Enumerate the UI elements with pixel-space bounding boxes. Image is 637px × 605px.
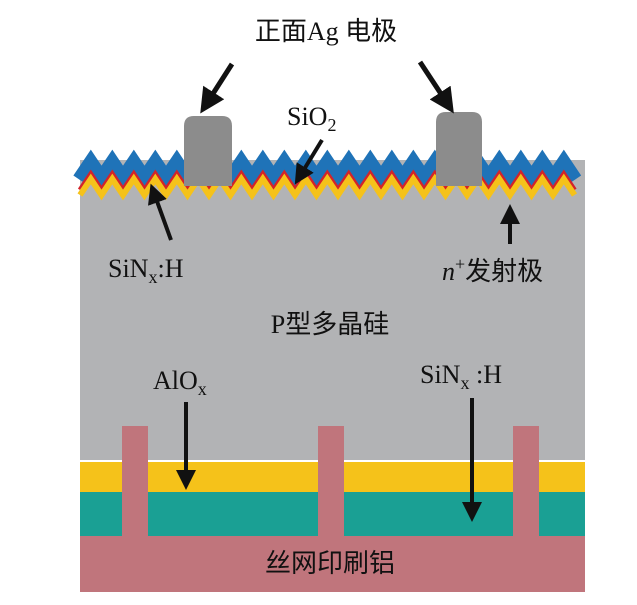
emitter-label: n+发射极 [442,254,543,286]
front-ag-electrode [436,112,482,186]
alox-label: AlOx [153,366,207,399]
aluminum-contact-finger [318,426,344,538]
arrow-to-sio2 [294,138,324,185]
sio2-label: SiO2 [287,102,336,135]
screen-printed-aluminum [80,536,585,592]
arrow-to-right-electrode [417,60,454,114]
aluminum-contact-finger [122,426,148,538]
back-electrode-label: 丝网印刷铝 [265,549,395,578]
arrow-to-left-electrode [200,62,235,114]
arrow-to-front-sinx [147,183,173,241]
front-ag-electrode [184,116,232,186]
front-sinx-label: SiNx:H [108,254,184,287]
aluminum-contact-finger [513,426,539,538]
back-sinx-label: SiNx :H [420,360,502,393]
substrate-label: P型多晶硅 [271,310,389,339]
front-electrode-label: 正面Ag 电极 [255,17,397,46]
front-sinx-layer [73,149,582,195]
